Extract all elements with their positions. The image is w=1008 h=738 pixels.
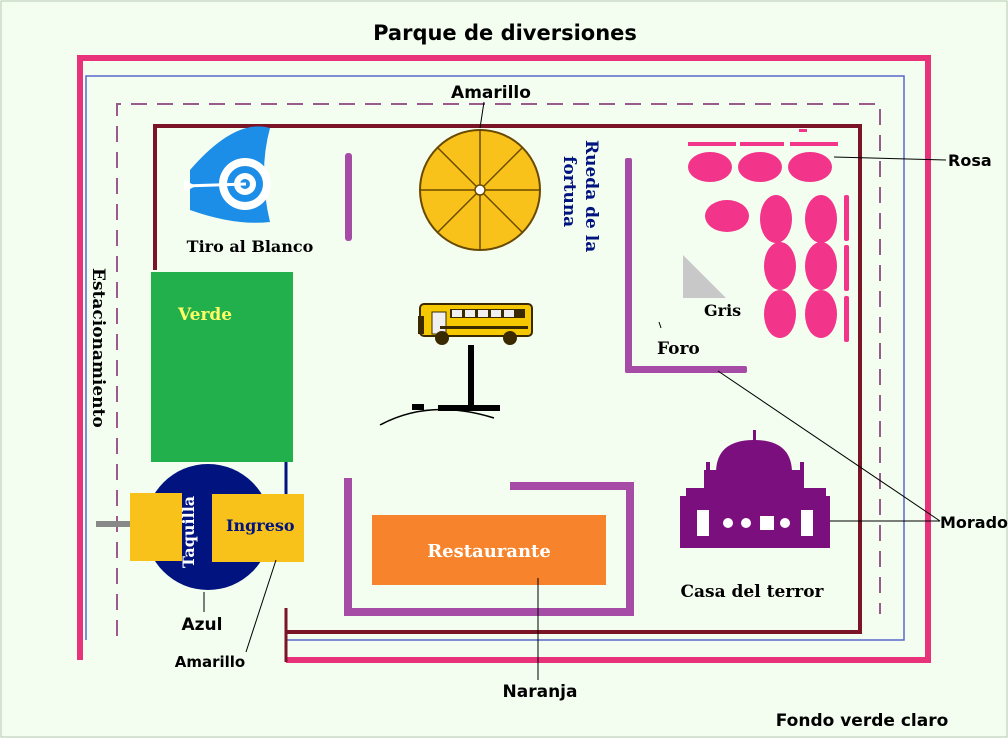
forum-label: Foro [657, 339, 700, 359]
haunted-house-icon [680, 430, 830, 548]
ferris-wheel-label-2: fortuna [559, 156, 579, 227]
green-area [151, 272, 293, 462]
target-icon [183, 126, 271, 223]
maroon-inner-wall [153, 124, 862, 634]
restaurant-label: Restaurante [427, 541, 551, 562]
yellow-color-label: Amarillo [175, 653, 246, 671]
entrance-label: Ingreso [226, 516, 295, 535]
background-color-label: Fondo verde claro [776, 711, 949, 731]
gray-stage [683, 255, 726, 298]
ferris-wheel-icon [419, 129, 541, 251]
orange-color-label: Naranja [503, 682, 578, 702]
purple-barrier-left [345, 153, 352, 241]
forum-wall-horizontal [625, 366, 747, 373]
purple-color-label: Morado [940, 513, 1008, 532]
pink-outer-fence [77, 55, 931, 663]
dashed-parking-path [116, 103, 881, 636]
yellow-block-left [130, 493, 182, 561]
parking-label: Estacionamiento [88, 268, 108, 428]
blue-inner-line [85, 75, 905, 641]
ticket-booth-label: Taquilla [179, 496, 198, 568]
morado-leader-forum [717, 370, 941, 522]
restaurant [372, 515, 606, 585]
target-label: Tiro al Blanco [187, 237, 314, 256]
pink-seating [688, 129, 849, 342]
entrance-block [212, 494, 304, 562]
gray-label: Gris [704, 301, 741, 320]
restaurant-wall [344, 478, 634, 616]
ferris-leader-line [479, 101, 485, 129]
blue-color-label: Azul [182, 615, 223, 635]
ferris-wheel-label: Rueda de la [581, 140, 601, 252]
amarillo-leader [245, 559, 277, 653]
green-area-label: Verde [177, 305, 232, 325]
pink-color-label: Rosa [948, 151, 992, 170]
rosa-leader [833, 156, 947, 161]
forum-wall-vertical [625, 158, 632, 373]
map-title: Parque de diversiones [373, 21, 637, 45]
forum-tick [658, 321, 662, 329]
bus-sign-icon [379, 303, 533, 426]
haunted-house-label: Casa del terror [680, 582, 824, 602]
ferris-color-label: Amarillo [451, 83, 531, 103]
